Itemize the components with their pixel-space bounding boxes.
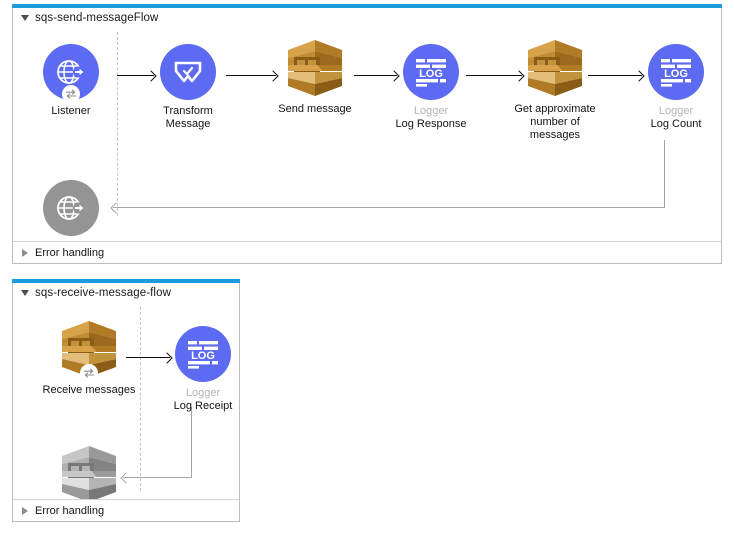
node-icon-wrap[interactable]: LOG (648, 44, 704, 100)
connector-2 (226, 75, 276, 76)
error-handling-label: Error handling (35, 504, 105, 517)
node-icon-wrap[interactable]: LOG (403, 44, 459, 100)
node-error-listener[interactable] (11, 180, 131, 241)
logger-icon: LOG (175, 326, 231, 382)
error-handling-section[interactable]: Error handling (13, 241, 721, 263)
node-subtitle: Logger (658, 105, 694, 117)
node-listener[interactable]: Listener (11, 44, 131, 118)
node-log-receipt[interactable]: LOG Logger Log Receipt (143, 326, 263, 413)
node-labels: Logger Log Count (651, 105, 702, 131)
node-labels: Send message (278, 103, 351, 116)
connector-5 (588, 75, 642, 76)
node-icon-wrap[interactable]: LOG (175, 326, 231, 382)
node-icon-wrap[interactable] (58, 319, 120, 384)
node-subtitle: Logger (185, 387, 221, 399)
node-name: Log Count (650, 118, 702, 130)
inbound-badge-icon (62, 85, 80, 103)
source-separator (140, 307, 141, 491)
triangle-down-icon[interactable] (21, 15, 29, 21)
node-receive-messages[interactable]: Receive messages (29, 319, 149, 397)
node-icon-wrap[interactable] (43, 180, 99, 236)
flow-title: sqs-receive-message-flow (35, 287, 171, 299)
node-name: Log Receipt (173, 400, 233, 412)
logger-icon: LOG (648, 44, 704, 100)
svg-text:LOG: LOG (191, 350, 215, 362)
triangle-right-icon[interactable] (22, 506, 28, 515)
error-path-vertical (664, 140, 665, 207)
connector-1 (117, 75, 154, 76)
node-icon-wrap[interactable] (43, 44, 99, 103)
node-name: Log Response (395, 118, 467, 130)
svg-text:LOG: LOG (664, 68, 688, 80)
error-handling-section[interactable]: Error handling (13, 499, 239, 521)
transform-message-icon (160, 44, 216, 100)
node-labels: Logger Log Receipt (174, 387, 233, 413)
node-log-count[interactable]: LOG Logger Log Count (616, 44, 734, 131)
node-transform-message[interactable]: Transform Message (128, 44, 248, 131)
node-get-approximate-number-of-messages[interactable]: Get approximate number of messages (495, 38, 615, 142)
node-name: Send message (278, 103, 352, 115)
node-log-response[interactable]: LOG Logger Log Response (371, 44, 491, 131)
node-labels: Logger Log Response (396, 105, 467, 131)
node-error-receive-messages[interactable] (29, 444, 149, 511)
aws-sqs-receive-icon (58, 319, 120, 384)
node-name: Get approximate number of messages (514, 103, 596, 141)
connector-4 (466, 75, 522, 76)
node-icon-wrap[interactable] (58, 444, 120, 509)
error-handling-label: Error handling (35, 246, 105, 259)
aws-sqs-icon (284, 38, 346, 103)
flow-title: sqs-send-messageFlow (35, 12, 159, 24)
flow-panel-sqs-receive-message[interactable]: sqs-receive-message-flow (12, 279, 240, 522)
flow-header[interactable]: sqs-receive-message-flow (13, 283, 239, 303)
error-path-horizontal (123, 477, 192, 478)
connector-3 (354, 75, 397, 76)
error-path-vertical (191, 407, 192, 477)
node-icon-wrap[interactable] (524, 38, 586, 103)
flow-header[interactable]: sqs-send-messageFlow (13, 8, 721, 28)
triangle-right-icon[interactable] (22, 248, 28, 257)
triangle-down-icon[interactable] (21, 290, 29, 296)
aws-sqs-icon (524, 38, 586, 103)
flow-accent-bar (12, 4, 722, 8)
flow-canvas: Receive messages LOG (13, 303, 239, 521)
logger-icon: LOG (403, 44, 459, 100)
node-name: Receive messages (42, 384, 136, 396)
connector-1 (126, 357, 170, 358)
node-labels: Listener (51, 105, 90, 118)
svg-text:LOG: LOG (419, 68, 443, 80)
flow-panel-sqs-send-message[interactable]: sqs-send-messageFlow (12, 4, 722, 264)
inbound-badge-icon (80, 364, 98, 382)
node-name: Listener (51, 105, 91, 117)
flow-accent-bar (12, 279, 240, 283)
node-labels: Get approximate number of messages (514, 103, 595, 142)
node-send-message[interactable]: Send message (255, 38, 375, 116)
error-path-horizontal (113, 207, 665, 208)
node-name: Transform Message (163, 105, 213, 130)
node-labels: Receive messages (43, 384, 136, 397)
node-icon-wrap[interactable] (160, 44, 216, 100)
flow-canvas: Listener Transform Message (13, 28, 721, 263)
node-subtitle: Logger (413, 105, 449, 117)
source-separator (117, 32, 118, 216)
aws-sqs-gray-icon (58, 444, 120, 509)
node-labels: Transform Message (163, 105, 213, 131)
node-icon-wrap[interactable] (284, 38, 346, 103)
http-listener-gray-icon (43, 180, 99, 236)
